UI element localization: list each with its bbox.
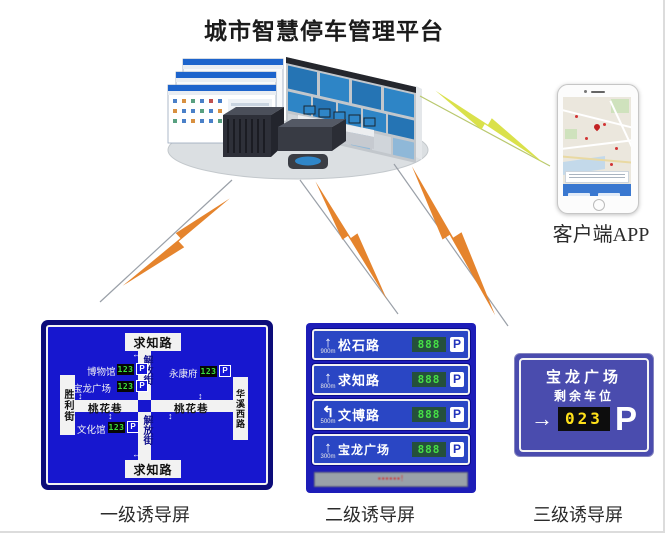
map-info-card [565,171,629,183]
map-marker [610,163,613,166]
street-label-vertical-lower: 解放街 [141,415,152,445]
guidance-row: ↑800m 求知路 888 P [311,363,471,396]
map-road [563,137,631,151]
level2-caption: 二级诱导屏 [325,505,415,525]
parking-lot-name: 文化馆 [77,425,106,436]
turn-left-arrow-icon: ↰ [321,403,335,421]
parking-p-icon: P [450,442,464,457]
map-location-pin [592,122,602,132]
direction-arrow-icon: ↕ [168,411,173,421]
console-unit [278,119,346,151]
map-marker [603,123,606,126]
road-horizontal-left [75,400,138,412]
direction-arrow-icon: ↕ [78,391,83,401]
lightning-bolt-phone [435,90,544,163]
level3-screen-face: 宝龙广场 剩余车位 → 023 P [519,358,649,452]
map-marker [575,115,578,118]
touch-pad [288,154,328,169]
count-led-display: 888 [412,442,446,457]
software-windows [167,58,284,144]
count-led-display: 888 [412,407,446,422]
distance-label: 500m [320,418,336,425]
road-plate-right: 华溪西路 [233,377,248,440]
parking-p-icon: P [450,337,464,352]
parking-count-display: 123 [117,381,134,392]
level1-caption: 一级诱导屏 [100,505,190,525]
distance-label: 300m [320,453,336,460]
phone-camera-icon [584,90,587,93]
distance-label: 900m [320,348,336,355]
scrolling-message-bar: ▪▪▪▪▪▪! [314,472,468,487]
smartphone [557,84,639,214]
road-name: 求知路 [338,373,381,388]
map-bottom-sheet [563,184,631,196]
parking-p-icon: P [614,400,637,437]
page-title: 城市智慧停车管理平台 [204,19,444,44]
direction-arrow-icon: ↕ [108,411,113,421]
right-arrow-icon: → [530,406,553,431]
phone-home-button [593,199,605,211]
street-label-horizontal-left: 桃花巷 [88,403,123,415]
map-marker [585,137,588,140]
lightning-bolt-middle [315,181,388,300]
level3-guidance-screen: 宝龙广场 剩余车位 → 023 P [514,353,654,457]
up-arrow-icon: ↑ [324,438,332,456]
road-name: 宝龙广场 [338,443,391,457]
road-vertical-lower [138,412,151,460]
guidance-row: ↑300m 宝龙广场 888 P [311,433,471,466]
parking-p-icon: P [219,365,231,377]
map-app-screen [563,97,631,196]
road-name: 松石路 [338,338,381,353]
parking-p-icon: P [450,372,464,387]
parking-p-icon: P [127,421,139,433]
level1-guidance-screen: 求知路 解放街 胜利街 桃花巷 桃花巷 华溪西路 解放街 求知路 博物馆 123… [41,320,273,490]
road-plate-top: 求知路 [125,333,181,351]
parking-count-display: 123 [108,422,125,433]
parking-count-display: 123 [200,366,217,377]
street-label-horizontal-right: 桃花巷 [174,403,209,415]
guidance-row: ↰500m 文博路 888 P [311,398,471,431]
road-horizontal-right [151,400,233,412]
road-plate-bottom: 求知路 [125,460,181,478]
control-center-illustration [167,57,429,180]
phone-speaker-icon [591,91,605,93]
street-label-vertical-upper: 解放街 [139,355,154,399]
guidance-row: ↑900m 松石路 888 P [311,328,471,361]
map-park-area [565,129,577,139]
count-led-display: 888 [412,372,446,387]
parking-count-display: 123 [117,364,134,375]
lightning-bolt-left [122,198,230,286]
distance-label: 800m [320,383,336,390]
level2-guidance-screen: ↑900m 松石路 888 P ↑800m 求知路 888 P ↰500m 文博… [306,323,476,493]
map-marker [615,147,618,150]
server-rack [223,107,284,157]
direction-arrow-icon: ↔ [132,349,141,359]
direction-arrow-icon: ↔ [132,449,141,459]
lightning-bolt-right [411,166,496,316]
destination-name: 宝龙广场 [545,369,622,386]
direction-arrow-icon: ↕ [198,391,203,401]
road-plate-left: 胜利街 [60,375,75,435]
up-arrow-icon: ↑ [324,368,332,386]
parking-p-icon: P [136,363,148,375]
road-name: 文博路 [338,408,381,423]
level1-screen-face: 求知路 解放街 胜利街 桃花巷 桃花巷 华溪西路 解放街 求知路 博物馆 123… [46,325,268,485]
parking-lot-name: 博物馆 [87,367,116,378]
parking-lot-name: 宝龙广场 [73,384,112,395]
parking-lot-name: 永康府 [169,369,198,380]
parking-p-icon: P [450,407,464,422]
parking-p-icon: P [136,380,148,392]
remaining-spaces-label: 剩余车位 [553,389,614,403]
up-arrow-icon: ↑ [324,333,332,351]
client-app-label: 客户端APP [552,224,650,246]
count-led-display: 023 [557,407,610,431]
count-led-display: 888 [412,337,446,352]
level3-caption: 三级诱导屏 [533,505,623,525]
